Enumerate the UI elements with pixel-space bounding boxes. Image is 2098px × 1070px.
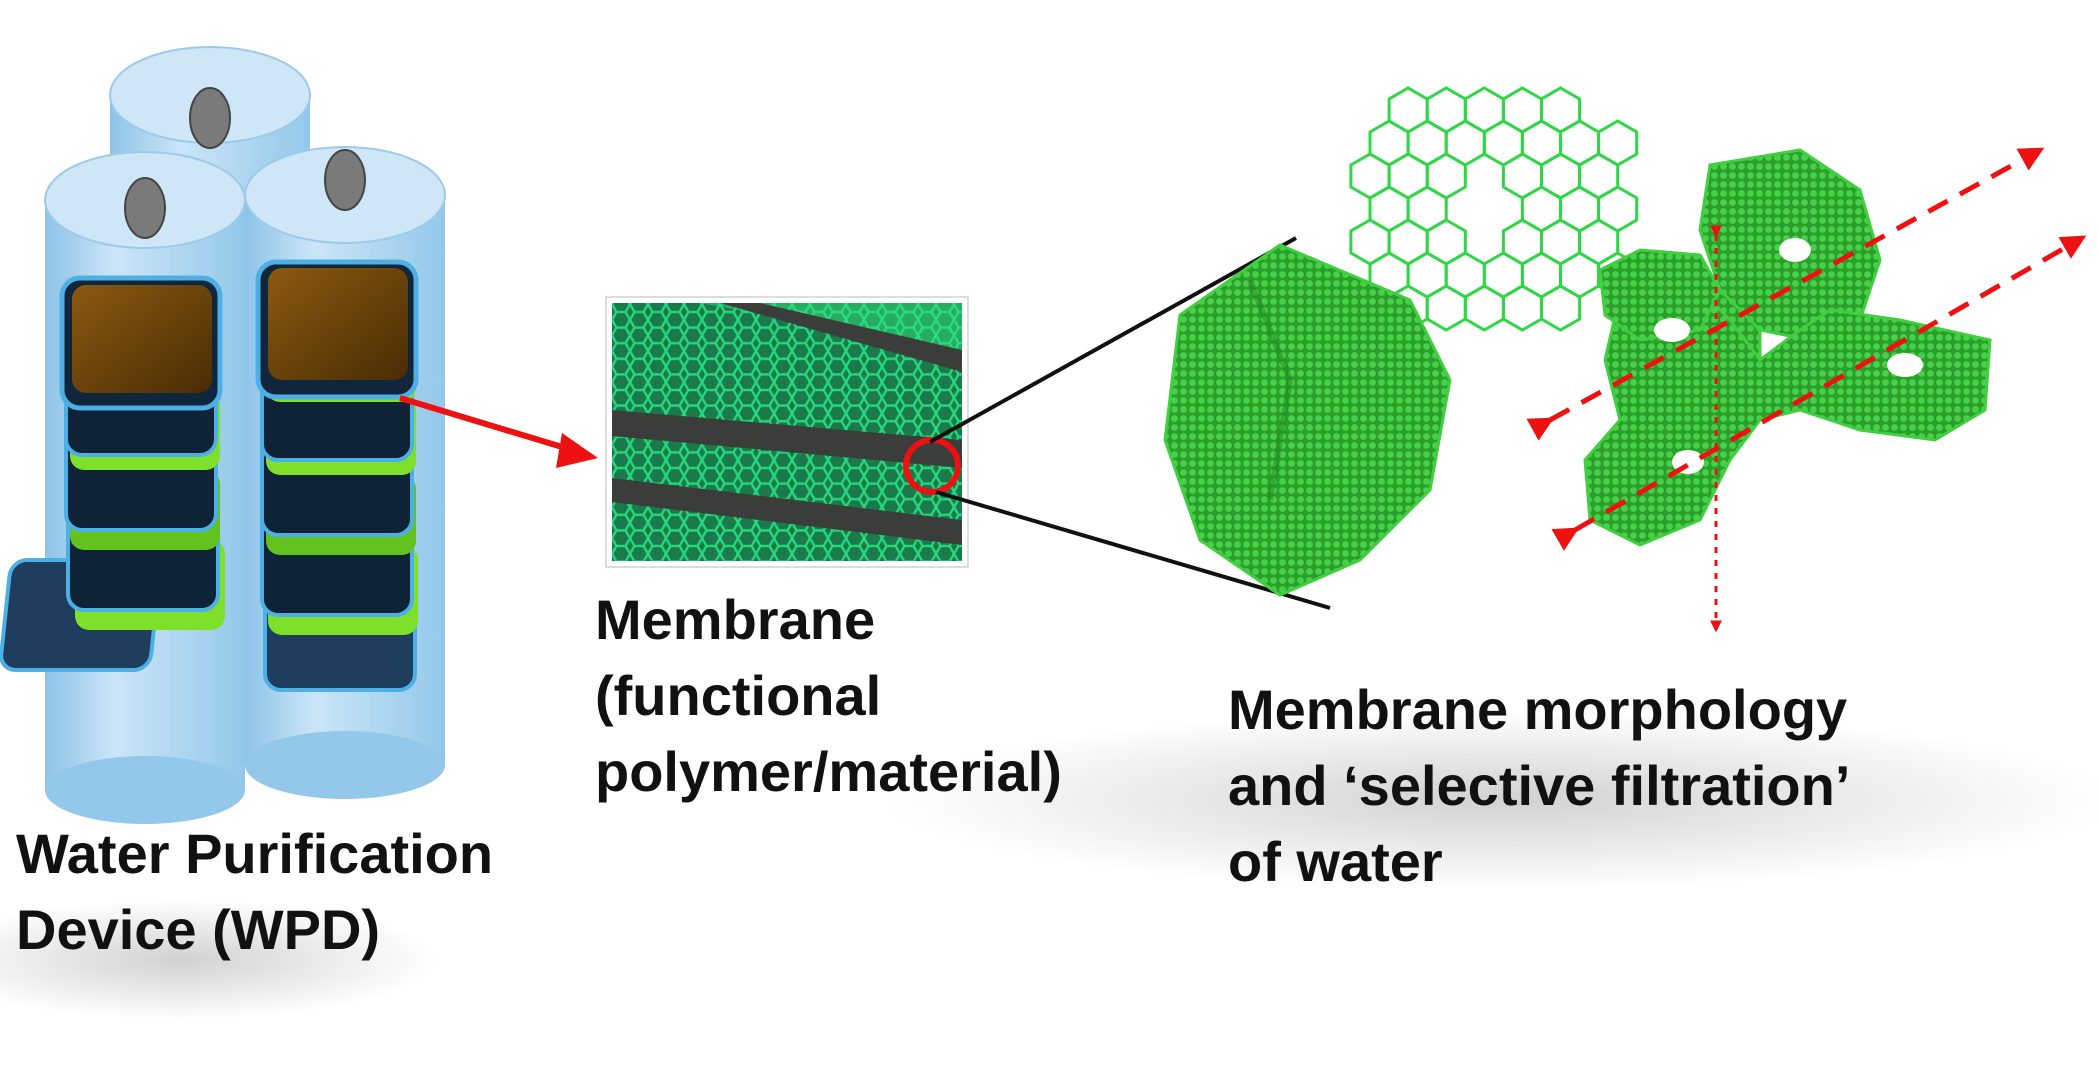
caption-line: Water Purification: [16, 822, 494, 885]
lattice-ring: [1463, 284, 1505, 332]
filter-layer-stack-left: [0, 275, 225, 672]
caption-line: (functional: [595, 664, 882, 727]
caption-line: polymer/material): [595, 740, 1062, 803]
cylinder-left: [0, 151, 246, 824]
dashed-flow-arrow-icon: [1526, 147, 2087, 633]
cylinder-right: [244, 146, 446, 799]
membrane-support-strip: [612, 303, 962, 545]
filter-layer-stack-right: [255, 259, 419, 692]
lattice-ring: [1540, 284, 1582, 332]
membrane-morphology-block: [1163, 243, 1452, 597]
zoom-pointer-lines: [929, 236, 1331, 610]
membrane-photo: [605, 296, 969, 568]
caption-line: Membrane: [595, 588, 876, 651]
caption-line: and ‘selective filtration’: [1228, 754, 1851, 817]
caption-line: of water: [1228, 830, 1443, 893]
caption-line: Device (WPD): [16, 898, 381, 961]
device-to-membrane-arrow: [399, 395, 598, 468]
hexagonal-molecular-lattice-icon: [1349, 86, 1639, 332]
lattice-ring: [1425, 284, 1467, 332]
caption-line: Membrane morphology: [1228, 678, 1848, 741]
stacked-cylinder-filter-icon: [0, 46, 446, 824]
caption-membrane: Membrane (functional polymer/material): [595, 582, 1062, 810]
lattice-ring: [1501, 284, 1543, 332]
caption-water-purification-device: Water Purification Device (WPD): [16, 816, 493, 968]
caption-membrane-morphology: Membrane morphology and ‘selective filtr…: [1228, 672, 1850, 900]
drop-shadows: [0, 710, 2098, 1020]
